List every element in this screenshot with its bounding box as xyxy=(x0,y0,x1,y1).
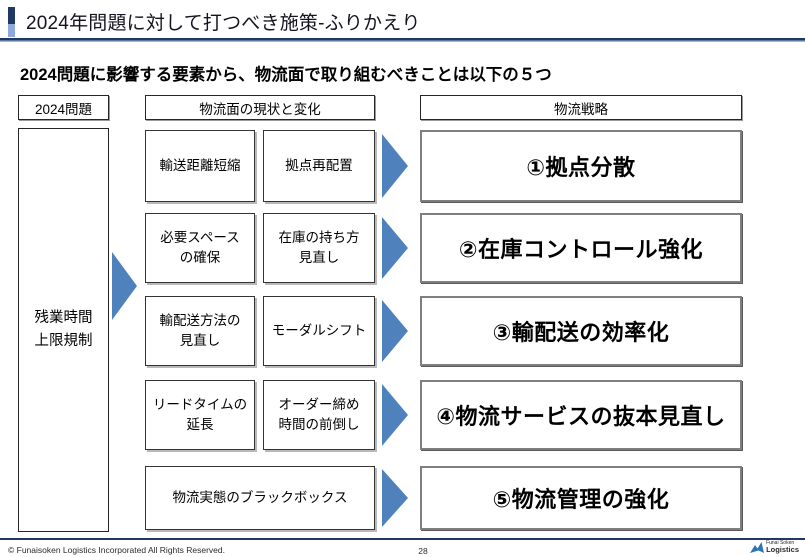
strategy-box: ⑤物流管理の強化 xyxy=(420,466,742,530)
logo-line1: Funai Soken xyxy=(766,540,795,546)
funai-soken-swoosh-icon xyxy=(750,541,765,554)
factor-box: 拠点再配置 xyxy=(263,130,375,202)
slide-subtitle: 2024問題に影響する要素から、物流面で取り組むべきことは以下の５つ xyxy=(20,66,552,84)
factor-box: リードタイムの 延長 xyxy=(145,380,255,450)
logo-line2: Logistics xyxy=(766,545,799,555)
strategy-box: ③輸配送の効率化 xyxy=(420,296,742,366)
title-accent-top xyxy=(8,7,15,24)
column-header-logistics-status: 物流面の現状と変化 xyxy=(145,95,375,120)
title-accent-bar xyxy=(8,7,15,37)
factor-box: 輸配送方法の 見直し xyxy=(145,296,255,366)
title-accent-bottom xyxy=(8,24,15,37)
company-logo: Funai Soken Logistics xyxy=(750,540,799,555)
factor-box: オーダー締め 時間の前倒し xyxy=(263,380,375,450)
arrow-right-icon xyxy=(382,384,408,446)
column-header-2024-problem: 2024問題 xyxy=(18,95,109,120)
arrow-right-icon xyxy=(382,134,408,198)
copyright-text: © Funaisoken Logistics Incorporated All … xyxy=(8,545,225,555)
page-title: 2024年問題に対して打つべき施策-ふりかえり xyxy=(26,13,421,34)
factor-box: 在庫の持ち方 見直し xyxy=(263,213,375,283)
footer-divider xyxy=(0,538,805,540)
strategy-box: ④物流サービスの抜本見直し xyxy=(420,380,742,450)
arrow-right-icon xyxy=(112,252,137,320)
strategy-box: ①拠点分散 xyxy=(420,130,742,202)
overtime-cap-box: 残業時間 上限規制 xyxy=(18,128,109,532)
arrow-right-icon xyxy=(382,469,408,527)
factor-box: 必要スペース の確保 xyxy=(145,213,255,283)
factor-box: 輸送距離短縮 xyxy=(145,130,255,202)
column-header-logistics-strategy: 物流戦略 xyxy=(420,95,742,120)
arrow-right-icon xyxy=(382,217,408,279)
factor-box: モーダルシフト xyxy=(263,296,375,366)
title-divider xyxy=(0,38,805,42)
arrow-right-icon xyxy=(382,300,408,362)
strategy-box: ②在庫コントロール強化 xyxy=(420,213,742,283)
page-number: 28 xyxy=(418,546,428,556)
logo-text: Funai Soken Logistics xyxy=(766,540,799,555)
factor-box-wide: 物流実態のブラックボックス xyxy=(145,466,375,530)
